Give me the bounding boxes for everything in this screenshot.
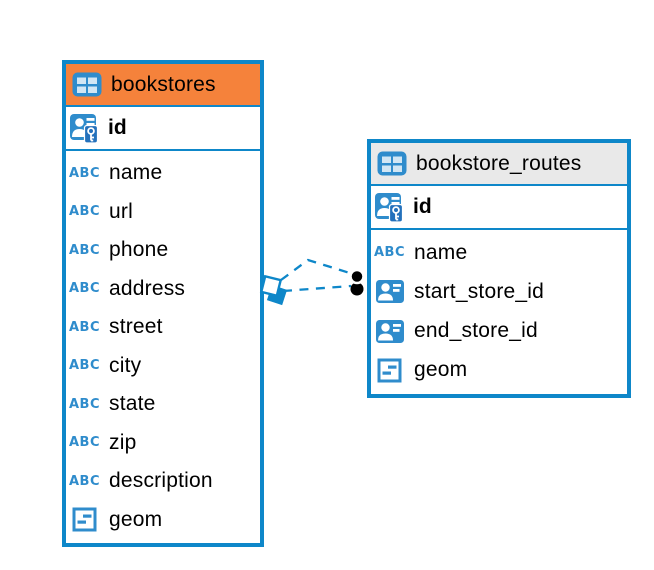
- table-bookstore-routes-header[interactable]: bookstore_routes: [371, 143, 627, 186]
- table-grid-icon: [71, 72, 102, 97]
- column-row[interactable]: ABC state: [66, 385, 260, 424]
- abc-text-icon: ABC: [69, 473, 101, 489]
- relation-line-lower[interactable]: [282, 284, 352, 293]
- abc-text-icon: ABC: [69, 242, 101, 258]
- geometry-icon: [69, 507, 100, 532]
- column-row-pk[interactable]: id: [371, 186, 627, 230]
- column-name: city: [109, 353, 142, 377]
- column-name: id: [108, 116, 127, 139]
- relation-diamond-marker-back: [266, 284, 288, 306]
- abc-text-icon: ABC: [69, 165, 101, 181]
- column-name: phone: [109, 238, 169, 262]
- relation-dot-marker-upper: [349, 268, 365, 285]
- relation-diamond-marker-front: [259, 274, 283, 298]
- column-row[interactable]: ABC description: [66, 462, 260, 501]
- column-row[interactable]: ABC name: [66, 154, 260, 193]
- abc-text-icon: ABC: [69, 358, 101, 374]
- column-name: street: [109, 315, 163, 339]
- column-name: geom: [414, 358, 468, 382]
- geometry-icon: [374, 358, 405, 383]
- table-bookstores[interactable]: bookstores id ABC: [62, 60, 264, 547]
- column-row[interactable]: ABC name: [371, 233, 627, 272]
- column-row[interactable]: ABC address: [66, 270, 260, 309]
- abc-text-icon: ABC: [69, 204, 101, 220]
- table-name: bookstores: [111, 72, 216, 96]
- columns-list: ABC name ABC url ABC phone ABC address A…: [66, 151, 260, 543]
- column-row[interactable]: start_store_id: [371, 272, 627, 311]
- columns-list: ABC name start_store_id: [371, 230, 627, 394]
- column-row[interactable]: ABC city: [66, 347, 260, 386]
- column-row[interactable]: geom: [66, 501, 260, 540]
- abc-text-icon: ABC: [374, 245, 406, 261]
- column-name: id: [413, 195, 432, 218]
- column-name: start_store_id: [414, 279, 545, 303]
- abc-text-icon: ABC: [69, 281, 101, 297]
- table-bookstores-header[interactable]: bookstores: [66, 64, 260, 107]
- column-row[interactable]: ABC phone: [66, 231, 260, 270]
- abc-text-icon: ABC: [69, 319, 101, 335]
- column-row[interactable]: geom: [371, 351, 627, 390]
- column-row-pk[interactable]: id: [66, 107, 260, 151]
- column-name: state: [109, 392, 156, 416]
- column-row[interactable]: ABC zip: [66, 424, 260, 463]
- relation-dot-marker-lower: [350, 282, 364, 296]
- column-name: end_store_id: [414, 319, 538, 343]
- column-row[interactable]: ABC url: [66, 193, 260, 232]
- person-key-icon: [69, 113, 100, 143]
- person-key-icon: [374, 192, 405, 222]
- table-name: bookstore_routes: [416, 151, 582, 175]
- column-row[interactable]: ABC street: [66, 308, 260, 347]
- column-name: address: [109, 276, 186, 300]
- person-ref-icon: [374, 319, 405, 343]
- column-name: description: [109, 469, 213, 493]
- person-ref-icon: [374, 280, 405, 304]
- table-grid-icon: [376, 151, 407, 176]
- column-name: name: [109, 161, 163, 185]
- table-bookstore-routes[interactable]: bookstore_routes id: [367, 139, 631, 398]
- abc-text-icon: ABC: [69, 435, 101, 451]
- column-name: url: [109, 199, 133, 223]
- column-name: zip: [109, 430, 137, 454]
- column-row[interactable]: end_store_id: [371, 312, 627, 351]
- column-name: geom: [109, 507, 163, 531]
- relation-line-upper[interactable]: [280, 258, 354, 281]
- abc-text-icon: ABC: [69, 396, 101, 412]
- column-name: name: [414, 240, 468, 264]
